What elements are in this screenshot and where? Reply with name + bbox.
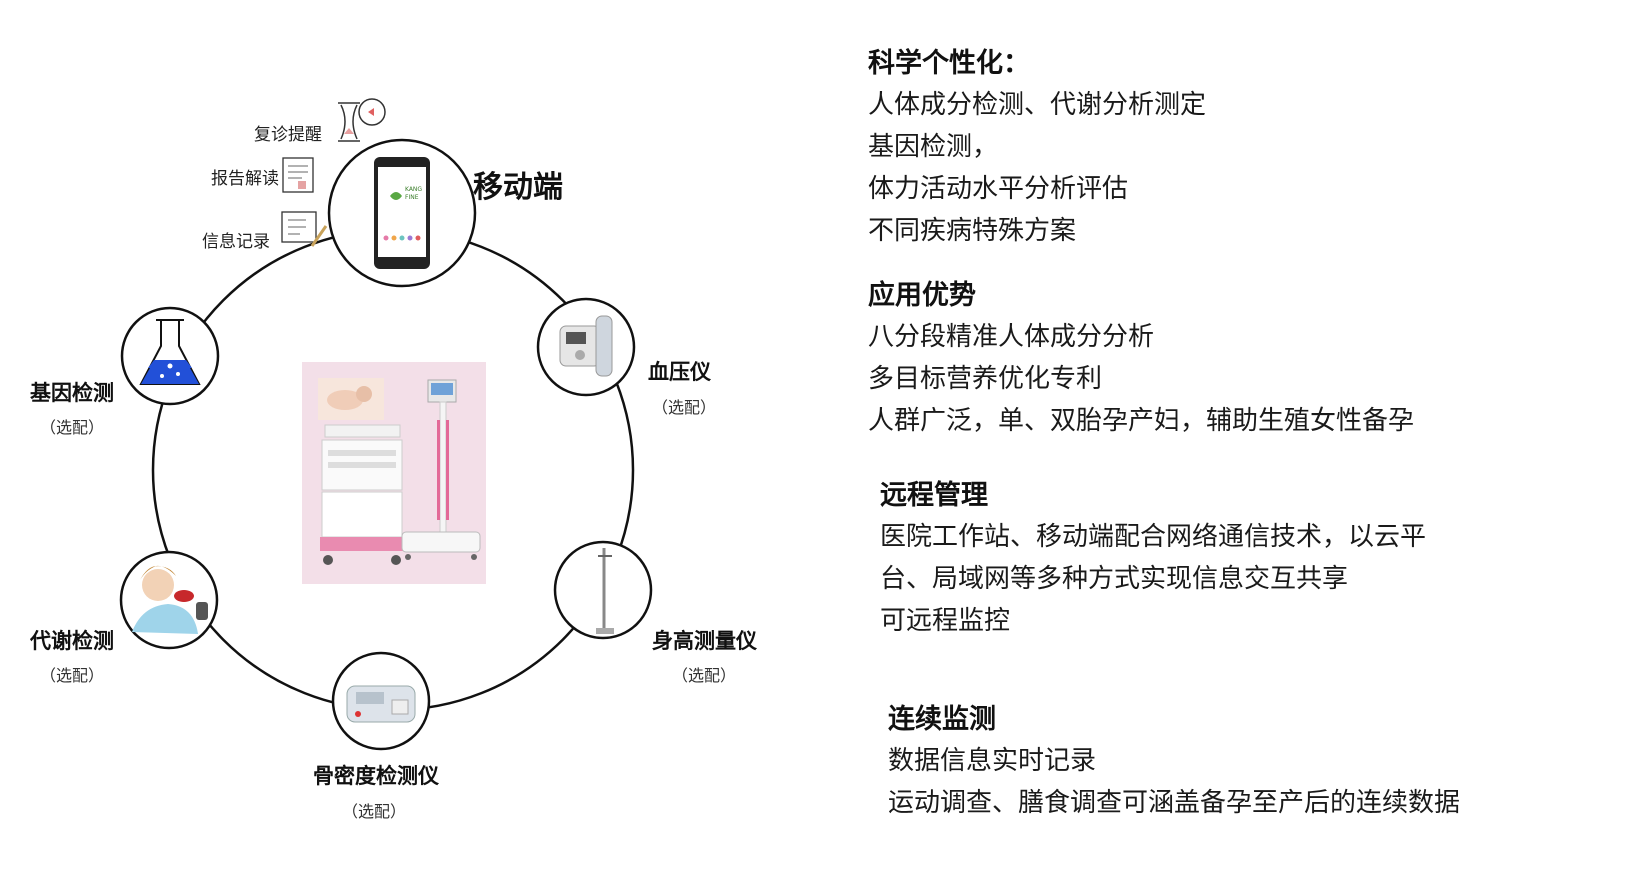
section-line: 基因检测， [868, 132, 999, 162]
section-line: 多目标营养优化专利 [868, 364, 1103, 394]
section-title: 应用优势 [868, 280, 976, 311]
gene-node [120, 306, 220, 406]
device-diagram: KANG FINE [30, 98, 757, 821]
section-line: 八分段精准人体成分分析 [868, 322, 1155, 352]
section-title: 科学个性化： [868, 48, 1030, 79]
info-record-label: 信息记录 [202, 232, 270, 252]
report-icon [282, 157, 314, 193]
diagram-graphics: KANG FINE [119, 98, 653, 751]
height-option: （选配） [672, 666, 737, 685]
section-line: 台、局域网等多种方式实现信息交互共享 [880, 564, 1349, 594]
mobile-node [327, 138, 477, 288]
section-line: 人群广泛，单、双胎孕产妇，辅助生殖女性备孕 [868, 406, 1415, 436]
metabolism-option: （选配） [40, 666, 105, 685]
bone-density-node [331, 651, 431, 751]
height-label: 身高测量仪 [652, 629, 757, 653]
gene-label: 基因检测 [30, 381, 114, 405]
central-device-image [302, 362, 486, 584]
hourglass-icon [338, 98, 386, 142]
section-line: 数据信息实时记录 [888, 746, 1097, 776]
metabolism-label: 代谢检测 [30, 629, 114, 653]
section-title: 连续监测 [888, 704, 996, 735]
bone-density-option: （选配） [342, 802, 407, 821]
blood-pressure-label: 血压仪 [648, 360, 711, 384]
metabolism-node [119, 550, 219, 650]
app-logo-line-2: FINE [405, 194, 419, 201]
bone-density-label: 骨密度检测仪 [313, 764, 439, 788]
section-personalization: 科学个性化： 人体成分检测、代谢分析测定 基因检测， 体力活动水平分析评估 不同… [868, 44, 1206, 252]
blood-pressure-option: （选配） [652, 398, 717, 417]
section-title: 远程管理 [880, 480, 988, 511]
app-logo-line-1: KANG [405, 186, 422, 193]
section-line: 不同疾病特殊方案 [868, 216, 1077, 246]
report-interpretation-label: 报告解读 [211, 169, 279, 189]
section-remote-management: 远程管理 医院工作站、移动端配合网络通信技术，以云平 台、局域网等多种方式实现信… [880, 476, 1426, 642]
section-line: 医院工作站、移动端配合网络通信技术，以云平 [880, 522, 1427, 552]
section-line: 可远程监控 [880, 606, 1011, 636]
followup-reminder-label: 复诊提醒 [254, 125, 322, 145]
blood-pressure-node [536, 297, 636, 397]
height-node [553, 540, 653, 640]
record-icon [281, 211, 328, 247]
gene-option: （选配） [40, 418, 105, 437]
section-continuous-monitoring: 连续监测 数据信息实时记录 运动调查、膳食调查可涵盖备孕至产后的连续数据 [888, 700, 1460, 824]
section-line: 运动调查、膳食调查可涵盖备孕至产后的连续数据 [888, 788, 1461, 818]
section-line: 体力活动水平分析评估 [868, 174, 1129, 204]
section-advantages: 应用优势 八分段精准人体成分分析 多目标营养优化专利 人群广泛，单、双胎孕产妇，… [868, 276, 1414, 442]
section-line: 人体成分检测、代谢分析测定 [868, 90, 1207, 120]
mobile-label: 移动端 [473, 170, 563, 205]
